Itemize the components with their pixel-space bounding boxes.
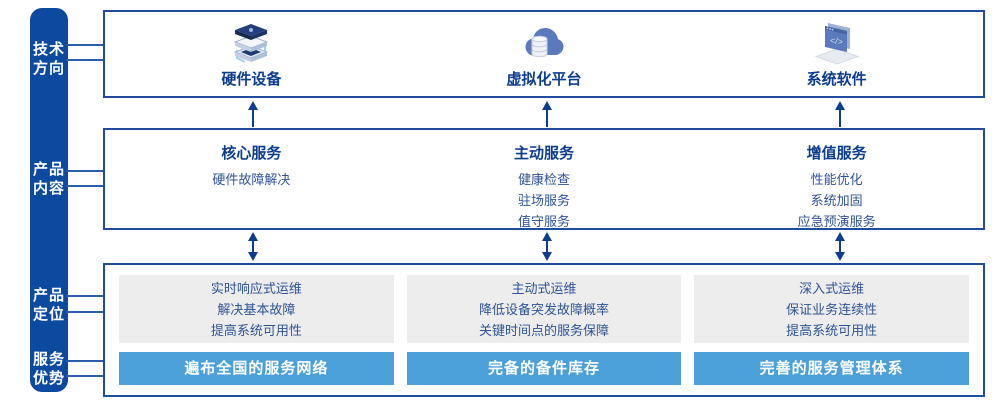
positioning-summary-box: 深入式运维 保证业务连续性 提高系统可用性	[694, 275, 970, 343]
sidebar-item-tech-direction: 技术 方向	[30, 40, 68, 78]
positioning-line: 提高系统可用性	[786, 322, 878, 338]
advantage-bar: 完善的服务管理体系	[694, 352, 970, 385]
connector-line	[66, 311, 104, 313]
double-arrow	[542, 232, 552, 261]
cloud-database-icon	[525, 28, 564, 58]
positioning-line: 主动式运维	[511, 280, 577, 296]
service-column-value-added: 增值服务 性能优化 系统加固 应急预演服务	[690, 130, 983, 229]
service-line: 应急预演服务	[797, 214, 876, 229]
sidebar-label-line: 技术	[32, 41, 65, 58]
connector-line	[66, 170, 104, 172]
service-title: 增值服务	[806, 145, 867, 162]
positioning-line: 保证业务连续性	[786, 301, 878, 317]
advantage-bar: 遍布全国的服务网络	[119, 352, 394, 385]
sidebar-item-product-positioning: 产品 定位	[30, 286, 68, 324]
sidebar-label-line: 优势	[32, 370, 65, 387]
connector-line	[66, 295, 104, 297]
service-line: 性能优化	[810, 172, 863, 187]
positioning-line: 深入式运维	[799, 280, 865, 296]
tech-item-label: 硬件设备	[221, 71, 282, 88]
service-line: 值守服务	[518, 214, 571, 229]
positioning-line: 关键时间点的服务保障	[479, 322, 610, 338]
positioning-line: 提高系统可用性	[210, 322, 302, 338]
service-title: 主动服务	[514, 145, 575, 162]
connector-line	[66, 360, 104, 362]
code-window-icon: </>	[814, 23, 860, 65]
connector-line	[66, 375, 104, 377]
sidebar-label-line: 产品	[32, 287, 65, 304]
up-arrow	[835, 101, 845, 127]
service-title: 核心服务	[221, 145, 282, 162]
server-stack-icon	[233, 24, 269, 63]
double-arrow	[248, 232, 258, 261]
sidebar-item-product-content: 产品 内容	[30, 160, 68, 198]
sidebar-label-line: 服务	[32, 351, 65, 368]
positioning-line: 解决基本故障	[217, 301, 296, 317]
sidebar-label-line: 内容	[32, 180, 65, 197]
tech-item-system-software: </> 系统软件	[690, 12, 983, 96]
connector-line	[66, 59, 104, 61]
tech-item-virtualization: 虚拟化平台	[398, 12, 691, 96]
connector-line	[66, 44, 104, 46]
service-line: 驻场服务	[518, 193, 571, 208]
positioning-line: 降低设备突发故障概率	[479, 301, 610, 317]
sidebar-label-line: 定位	[32, 306, 65, 323]
tech-direction-box: 硬件设备 虚拟化平台 </> 系统软件	[103, 10, 985, 98]
up-arrow	[248, 101, 258, 127]
positioning-column: 实时响应式运维 解决基本故障 提高系统可用性 遍布全国的服务网络	[119, 275, 394, 385]
sidebar-label-line: 产品	[32, 161, 65, 178]
double-arrow	[835, 232, 845, 261]
tech-item-hardware: 硬件设备	[105, 12, 398, 96]
service-line: 硬件故障解决	[212, 172, 291, 187]
sidebar-item-service-advantage: 服务 优势	[30, 350, 68, 388]
tech-item-label: 虚拟化平台	[506, 71, 582, 88]
positioning-summary-box: 主动式运维 降低设备突发故障概率 关键时间点的服务保障	[406, 275, 682, 343]
product-positioning-box: 实时响应式运维 解决基本故障 提高系统可用性 遍布全国的服务网络 主动式运维 降…	[103, 263, 985, 397]
service-column-proactive: 主动服务 健康检查 驻场服务 值守服务	[398, 130, 691, 229]
positioning-column: 主动式运维 降低设备突发故障概率 关键时间点的服务保障 完备的备件库存	[406, 275, 682, 385]
product-content-box: 核心服务 硬件故障解决 主动服务 健康检查 驻场服务 值守服务 增值服务 性能优…	[103, 128, 985, 230]
tech-item-label: 系统软件	[806, 71, 867, 88]
up-arrow	[542, 101, 552, 127]
advantage-bar: 完备的备件库存	[406, 352, 682, 385]
sidebar-label-line: 方向	[32, 60, 65, 77]
service-line: 健康检查	[518, 172, 571, 187]
service-column-core: 核心服务 硬件故障解决	[105, 130, 398, 228]
svg-text:</>: </>	[829, 35, 843, 47]
positioning-column: 深入式运维 保证业务连续性 提高系统可用性 完善的服务管理体系	[694, 275, 970, 385]
sidebar: 技术 方向 产品 内容 产品 定位 服务 优势	[30, 8, 68, 392]
positioning-summary-box: 实时响应式运维 解决基本故障 提高系统可用性	[119, 275, 394, 343]
connector-line	[66, 185, 104, 187]
positioning-line: 实时响应式运维	[210, 280, 302, 296]
service-line: 系统加固	[810, 193, 863, 208]
